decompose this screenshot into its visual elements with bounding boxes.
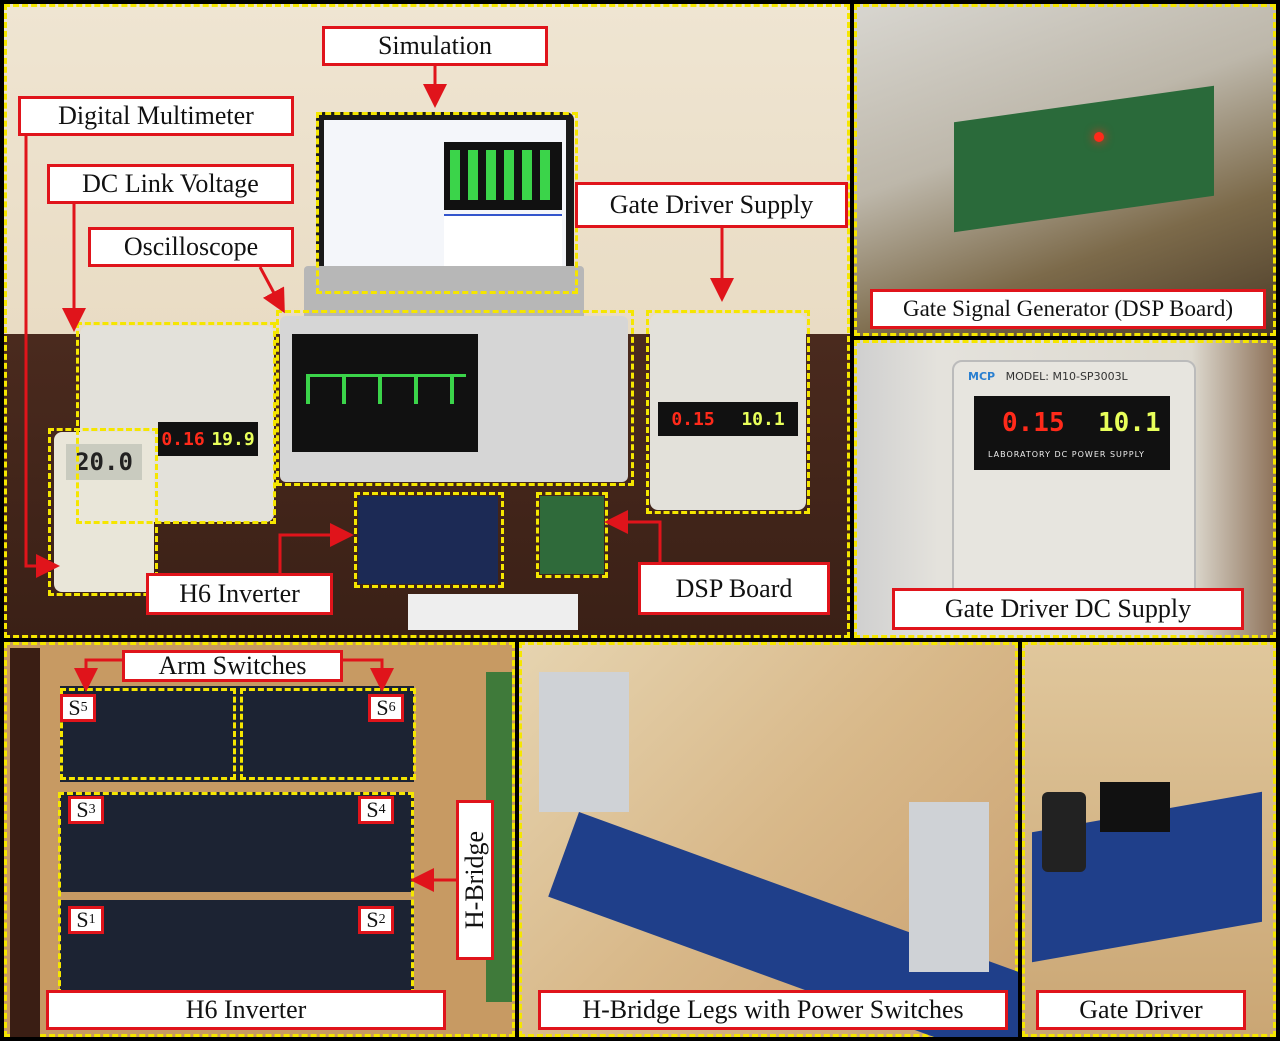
breadboard [408, 594, 578, 630]
label-h6-inverter-bottom: H6 Inverter [46, 990, 446, 1030]
label-simulation: Simulation [322, 26, 548, 66]
pcb-leg-upper [60, 792, 414, 892]
panel-dsp-board [850, 0, 1280, 340]
gate-driver-power-supply: 0.15 10.1 [650, 314, 806, 510]
outline-multimeter [48, 428, 158, 596]
dc-link-volts: 19.9 [211, 428, 255, 450]
s5-base: S [68, 695, 81, 720]
s2-sub: 2 [378, 912, 386, 927]
outline-s5 [60, 688, 236, 780]
s1-base: S [76, 907, 89, 932]
label-digital-multimeter: Digital Multimeter [18, 96, 294, 136]
wood-strip [10, 648, 40, 1037]
label-gate-driver: Gate Driver [1036, 990, 1246, 1030]
closeup-volts: 10.1 [1098, 408, 1161, 438]
s4-base: S [366, 797, 379, 822]
multimeter-reading: 20.0 [75, 448, 133, 476]
closeup-model: MODEL: M10-SP3003L [1005, 370, 1128, 383]
label-h-bridge-legs: H-Bridge Legs with Power Switches [538, 990, 1008, 1030]
oscilloscope [280, 316, 628, 482]
pcb-arm [60, 686, 414, 782]
outline-gate-supply [646, 310, 810, 514]
panel-gate-driver [1018, 638, 1280, 1041]
s2-base: S [366, 907, 379, 932]
s3-sub: 3 [88, 802, 96, 817]
closeup-power-supply: MCP MODEL: M10-SP3003L 0.15 10.1 LABORAT… [952, 360, 1196, 630]
outline-laptop [316, 112, 578, 294]
dsp-led [1094, 132, 1104, 142]
label-h6-inverter: H6 Inverter [146, 573, 333, 615]
outline-h6 [354, 492, 504, 588]
s6-sub: 6 [388, 700, 396, 715]
label-oscilloscope: Oscilloscope [88, 227, 294, 267]
closeup-current: 0.15 [1002, 408, 1065, 438]
label-h-bridge: H-Bridge [456, 800, 494, 960]
label-arm-switches: Arm Switches [122, 650, 343, 682]
gate-supply-volts: 10.1 [741, 408, 785, 430]
label-dsp-board: DSP Board [638, 562, 830, 615]
outline-dc-link [76, 322, 276, 524]
label-dc-link-voltage: DC Link Voltage [47, 164, 294, 204]
outline-dsp [536, 492, 608, 578]
laptop-screen [324, 120, 566, 270]
dc-link-display: 0.16 19.9 [158, 422, 258, 456]
outline-s6 [240, 688, 416, 780]
heatsink-left [539, 672, 629, 812]
dsp-board [540, 496, 604, 574]
s4-sub: 4 [378, 802, 386, 817]
label-gate-signal-generator: Gate Signal Generator (DSP Board) [870, 289, 1266, 329]
panel-h-bridge-legs [515, 638, 1022, 1041]
label-gate-driver-supply: Gate Driver Supply [575, 182, 848, 228]
outline-oscilloscope [276, 310, 634, 486]
pcb-leg-lower [60, 900, 414, 1000]
label-h-bridge-text: H-Bridge [460, 830, 490, 930]
gate-supply-current: 0.15 [671, 408, 715, 430]
label-gate-driver-dc-supply: Gate Driver DC Supply [892, 588, 1244, 630]
closeup-brand: MCP [968, 370, 996, 383]
h6-inverter-board [358, 496, 498, 584]
laptop [316, 112, 574, 282]
s3-base: S [76, 797, 89, 822]
s1-sub: 1 [88, 912, 96, 927]
closeup-brand-row: MCP MODEL: M10-SP3003L [968, 370, 1128, 383]
heatsink-right [909, 802, 989, 972]
dsp-card [954, 85, 1214, 233]
s6-base: S [376, 695, 389, 720]
closeup-caption: LABORATORY DC POWER SUPPLY [988, 450, 1145, 459]
oscilloscope-screen [292, 334, 478, 452]
closeup-display: 0.15 10.1 LABORATORY DC POWER SUPPLY [974, 396, 1170, 470]
dc-dc-module [1100, 782, 1170, 832]
dc-link-current: 0.16 [161, 428, 205, 450]
gate-supply-display: 0.15 10.1 [658, 402, 798, 436]
capacitor [1042, 792, 1086, 872]
s5-sub: 5 [80, 700, 88, 715]
